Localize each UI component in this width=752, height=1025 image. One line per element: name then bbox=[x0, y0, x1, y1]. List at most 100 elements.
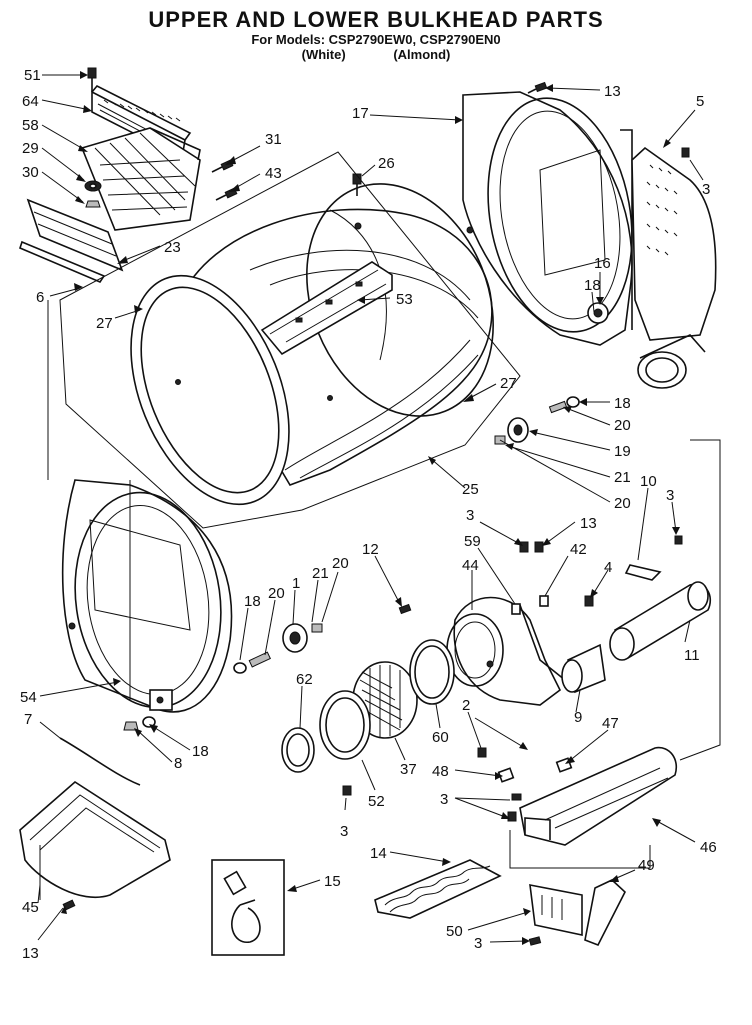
screw-13-top bbox=[527, 81, 548, 94]
callout-13-mid: 13 bbox=[580, 515, 597, 532]
clip-42 bbox=[539, 595, 549, 607]
variant-almond: (Almond) bbox=[393, 47, 451, 62]
model-numbers: For Models: CSP2790EW0, CSP2790EN0 bbox=[251, 32, 501, 47]
washer-18-lower bbox=[142, 716, 156, 728]
callout-3-heater: 3 bbox=[440, 791, 448, 808]
blower-housing bbox=[446, 596, 566, 706]
callout-17: 17 bbox=[352, 105, 369, 122]
wire-harness bbox=[59, 737, 141, 786]
bracket-49 bbox=[584, 879, 626, 947]
variant-white: (White) bbox=[301, 47, 346, 62]
callout-6: 6 bbox=[36, 289, 44, 306]
callout-18-lower: 18 bbox=[244, 593, 261, 610]
callout-3-bottom: 3 bbox=[474, 935, 482, 952]
screw-12 bbox=[398, 603, 412, 615]
screw-3-heater-b bbox=[507, 811, 517, 822]
callout-5: 5 bbox=[696, 93, 704, 110]
callout-3-clip: 3 bbox=[666, 487, 674, 504]
callout-23: 23 bbox=[164, 239, 181, 256]
lint-screen bbox=[80, 127, 201, 231]
screw-3-bulkhead bbox=[681, 147, 690, 158]
callout-14: 14 bbox=[370, 845, 387, 862]
seal-60 bbox=[409, 639, 455, 705]
callout-18-front: 18 bbox=[192, 743, 209, 760]
callout-51: 51 bbox=[24, 67, 41, 84]
rear-bulkhead bbox=[462, 91, 633, 346]
callout-25: 25 bbox=[462, 481, 479, 498]
callout-leaders bbox=[37, 71, 704, 945]
callout-3-bulkhead: 3 bbox=[702, 181, 710, 198]
callout-29: 29 bbox=[22, 140, 39, 157]
seal-52 bbox=[319, 690, 371, 760]
callout-50: 50 bbox=[446, 923, 463, 940]
screw-26 bbox=[352, 173, 362, 196]
callout-30: 30 bbox=[22, 164, 39, 181]
callout-27-right: 27 bbox=[500, 375, 517, 392]
service-kit bbox=[211, 859, 285, 956]
callout-7: 7 bbox=[24, 711, 32, 728]
upper-roller-parts bbox=[494, 396, 580, 445]
seal-6 bbox=[19, 240, 106, 283]
callout-2: 2 bbox=[462, 697, 470, 714]
callout-46: 46 bbox=[700, 839, 717, 856]
callout-18-bulkhead: 18 bbox=[584, 277, 601, 294]
callout-15: 15 bbox=[324, 873, 341, 890]
callout-3-lower: 3 bbox=[340, 823, 348, 840]
callout-60: 60 bbox=[432, 729, 449, 746]
heater-duct bbox=[631, 146, 717, 389]
drum-assembly-outline bbox=[59, 151, 521, 529]
callout-42: 42 bbox=[570, 541, 587, 558]
callout-31: 31 bbox=[265, 131, 282, 148]
callout-44: 44 bbox=[462, 557, 479, 574]
color-variants: (White) (Almond) bbox=[0, 47, 752, 62]
callout-59: 59 bbox=[464, 533, 481, 550]
callout-20-lower-a: 20 bbox=[268, 585, 285, 602]
callout-10: 10 bbox=[640, 473, 657, 490]
callout-labels: 51 64 58 29 30 31 43 26 23 6 27 53 27 17… bbox=[20, 67, 717, 962]
callout-62: 62 bbox=[296, 671, 313, 688]
toe-panel bbox=[19, 781, 171, 899]
clip-10 bbox=[624, 564, 662, 581]
nut-30 bbox=[85, 200, 101, 208]
callout-43: 43 bbox=[265, 165, 282, 182]
callout-47: 47 bbox=[602, 715, 619, 732]
callout-53: 53 bbox=[396, 291, 413, 308]
callout-1: 1 bbox=[292, 575, 300, 592]
callout-8: 8 bbox=[174, 755, 182, 772]
heater-box bbox=[519, 746, 677, 846]
callout-58: 58 bbox=[22, 117, 39, 134]
screw-3-mid bbox=[519, 541, 529, 553]
callout-12: 12 bbox=[362, 541, 379, 558]
callout-13-top: 13 bbox=[604, 83, 621, 100]
callout-64: 64 bbox=[22, 93, 39, 110]
callout-54: 54 bbox=[20, 689, 37, 706]
callout-20-lower-b: 20 bbox=[332, 555, 349, 572]
bracket-50 bbox=[529, 884, 583, 936]
callout-3-mid: 3 bbox=[466, 507, 474, 524]
screw-3-bottom bbox=[528, 936, 542, 946]
exhaust-connector bbox=[561, 643, 606, 694]
callout-48: 48 bbox=[432, 763, 449, 780]
exhaust-duct bbox=[609, 581, 712, 661]
callout-26: 26 bbox=[378, 155, 395, 172]
dryer-drum bbox=[130, 183, 494, 506]
callout-49: 49 bbox=[638, 857, 655, 874]
callout-21-upper: 21 bbox=[614, 469, 631, 486]
front-bulkhead bbox=[61, 479, 233, 713]
callout-45: 45 bbox=[22, 899, 39, 916]
lower-roller-parts bbox=[233, 623, 323, 674]
screw-2 bbox=[477, 747, 487, 758]
diagram-header: UPPER AND LOWER BULKHEAD PARTS For Model… bbox=[0, 7, 752, 63]
diagram-title: UPPER AND LOWER BULKHEAD PARTS bbox=[148, 7, 604, 32]
screw-3-heater-a bbox=[511, 793, 522, 801]
callout-27-left: 27 bbox=[96, 315, 113, 332]
callout-18-upper: 18 bbox=[614, 395, 631, 412]
callout-11: 11 bbox=[684, 647, 700, 664]
heating-element bbox=[374, 859, 502, 919]
callout-4: 4 bbox=[604, 559, 612, 576]
drum-baffle bbox=[260, 261, 393, 356]
callout-9: 9 bbox=[574, 709, 582, 726]
callout-19: 19 bbox=[614, 443, 631, 460]
